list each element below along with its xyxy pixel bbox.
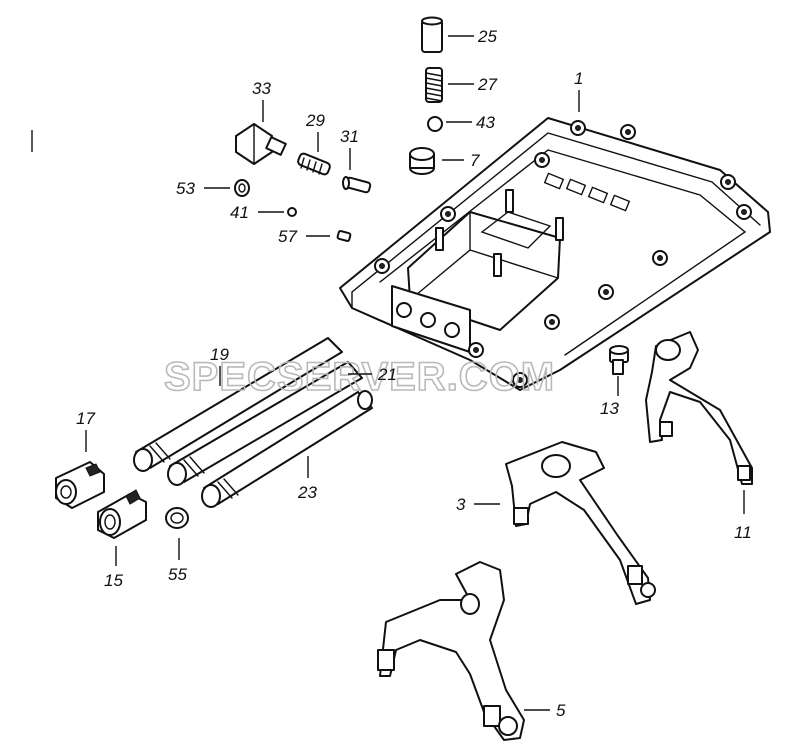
part-15-lever-head [97,489,147,539]
callout-21: 21 [377,365,397,384]
part-57-pin [336,230,352,242]
callout-33: 33 [252,79,271,98]
callout-13: 13 [600,399,619,418]
part-27-spring [425,67,443,103]
callout-3: 3 [456,495,466,514]
callout-23: 23 [297,483,317,502]
part-23-rod [201,390,373,508]
callout-1: 1 [574,69,583,88]
callout-5: 5 [556,701,566,720]
callout-25: 25 [477,27,497,46]
leader-lines [31,35,745,711]
part-29-spring [297,152,331,176]
part-1-cover-housing [339,117,771,391]
callout-53: 53 [176,179,195,198]
part-43-ball [427,116,443,132]
callout-17: 17 [76,409,95,428]
callout-7: 7 [470,151,480,170]
part-7-plug [409,147,435,175]
callout-11: 11 [734,523,752,542]
part-55-ring [165,507,189,529]
part-19-rod [133,337,343,472]
part-25-cap [421,16,443,53]
callout-29: 29 [305,111,325,130]
part-11-shift-fork [645,331,753,485]
callout-43: 43 [476,113,495,132]
part-3-shift-fork [505,441,656,605]
part-41-ball [287,207,297,217]
part-21-rod [167,361,363,486]
part-17-lever-head [55,461,105,509]
part-13-bolt [609,345,629,375]
callout-labels: 25 27 43 7 1 33 29 31 53 41 57 13 19 21 … [76,27,752,720]
part-53-washer [234,179,250,197]
part-5-shift-fork [377,561,525,741]
callout-15: 15 [104,571,123,590]
callout-41: 41 [230,203,249,222]
callout-19: 19 [210,345,229,364]
part-31-pin [342,176,372,194]
callout-55: 55 [168,565,187,584]
callout-57: 57 [278,227,297,246]
watermark-text: SPECSERVER.COM [164,355,555,399]
callout-27: 27 [477,75,497,94]
part-33-fitting [235,123,287,165]
callout-31: 31 [340,127,359,146]
